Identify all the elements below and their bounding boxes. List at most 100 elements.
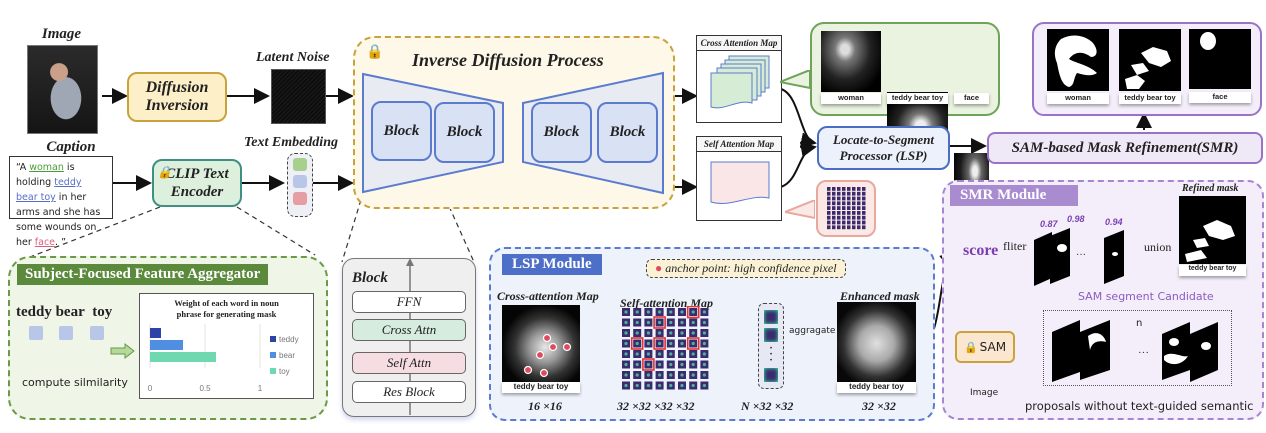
attn-cell xyxy=(827,187,831,191)
legend-swatch xyxy=(270,352,276,358)
attn-cell xyxy=(862,220,866,225)
attn-cell xyxy=(852,187,856,191)
clip-text-encoder-box: 🔒 CLIP Text Encoder xyxy=(152,159,242,207)
cross-attn-thumb-label: face xyxy=(954,93,989,104)
score-value: 0.94 xyxy=(1105,217,1123,227)
attn-cell xyxy=(847,215,851,220)
attn-cell xyxy=(832,201,836,206)
attn-cell xyxy=(847,191,851,196)
refined-mask-image xyxy=(1179,196,1246,264)
self-attention-map-title: Self Attention Map xyxy=(697,137,781,152)
attn-cell xyxy=(832,191,836,196)
attn-cell xyxy=(842,191,846,196)
attn-cell xyxy=(837,187,841,191)
self-attn-grid xyxy=(622,306,709,390)
arrow-self-map-to-lsp xyxy=(780,141,817,188)
attn-cell xyxy=(857,196,861,201)
enhanced-mask-image xyxy=(837,302,916,382)
selected-cell xyxy=(642,358,655,371)
input-image xyxy=(27,45,98,134)
attn-cell xyxy=(857,206,861,210)
attn-cell xyxy=(852,220,856,225)
selected-cell xyxy=(653,316,666,329)
attn-cell xyxy=(857,187,861,191)
attn-cell xyxy=(832,220,836,225)
word-token xyxy=(59,326,73,340)
cross-attn-thumb-label: woman xyxy=(821,93,881,104)
sam-label: SAM xyxy=(979,340,1007,354)
embedding-token xyxy=(293,192,307,205)
refined-mask-label: Refined mask xyxy=(1182,183,1239,194)
word-weight-chart: Weight of each word in noun phrase for g… xyxy=(139,293,314,399)
attn-cell xyxy=(852,225,856,230)
self-attention-grid xyxy=(827,187,866,230)
attn-cell xyxy=(857,191,861,196)
attn-cell xyxy=(837,225,841,230)
text-embedding-label: Text Embedding xyxy=(244,135,338,150)
attn-cell xyxy=(847,220,851,225)
attn-cell xyxy=(842,196,846,201)
attn-cell xyxy=(847,225,851,230)
attn-cell xyxy=(837,220,841,225)
attn-cell xyxy=(862,191,866,196)
unet-block-1: Block xyxy=(371,101,432,161)
attn-cell xyxy=(827,196,831,201)
mask-thumb-label: teddy bear toy xyxy=(1119,93,1181,104)
attn-cell xyxy=(827,211,831,215)
attn-cell xyxy=(827,191,831,196)
selected-cell xyxy=(653,337,666,350)
attn-cell xyxy=(827,225,831,230)
lsp-processor-box: Locate-to-Segment Processor (LSP) xyxy=(817,126,950,170)
x-tick-label: 1 xyxy=(258,384,263,393)
ellipsis: ··· xyxy=(1076,250,1086,261)
proposals-note: proposals without text-guided semantic xyxy=(1025,399,1254,413)
legend-label: teddy xyxy=(279,335,299,344)
attn-cell xyxy=(847,206,851,210)
lock-icon: 🔒 xyxy=(366,45,384,60)
latent-noise-image xyxy=(271,69,326,124)
attn-cell xyxy=(842,187,846,191)
sam-candidate-masks: ··· xyxy=(1052,320,1218,382)
selected-cell xyxy=(686,337,700,350)
attn-cell xyxy=(837,206,841,210)
selected-dim: N ×32 ×32 xyxy=(741,399,794,413)
bubble-pointer xyxy=(785,200,815,220)
candidate-mask xyxy=(1080,320,1110,380)
attn-cell xyxy=(842,220,846,225)
attn-cell xyxy=(837,196,841,201)
chart-title: Weight of each word in noun phrase for g… xyxy=(174,298,279,319)
ellipsis-vertical-icon: ··· xyxy=(769,343,773,366)
attn-cell xyxy=(857,215,861,220)
attn-cell xyxy=(852,196,856,201)
enhanced-dim: 32 ×32 xyxy=(862,399,896,413)
bar-bear xyxy=(150,340,183,350)
aggregate-label: aggragate xyxy=(789,326,836,336)
attn-cell xyxy=(832,196,836,201)
lock-icon: 🔒 xyxy=(157,165,172,179)
attn-cell xyxy=(842,215,846,220)
caption-box: “A woman is holding teddy bear toy in he… xyxy=(9,156,113,248)
cross-attn-caption: teddy bear toy xyxy=(502,382,580,393)
n-label: n xyxy=(1136,318,1143,329)
embedding-token xyxy=(293,175,307,188)
sam-box: 🔒 SAM xyxy=(955,331,1015,363)
mask-thumb-woman xyxy=(1047,29,1109,91)
attn-cell xyxy=(847,196,851,201)
compute-similarity-label: compute silmilarity xyxy=(22,376,128,389)
smr-module-title: SMR Module xyxy=(950,185,1078,206)
self-attn-dim: 32 ×32 ×32 ×32 xyxy=(617,399,695,413)
svg-text:···: ··· xyxy=(1138,347,1149,359)
diffusion-inversion-label: Diffusion Inversion xyxy=(145,79,209,114)
layer-ffn: FFN xyxy=(352,291,466,313)
selected-map xyxy=(764,328,778,342)
lsp-processor-label: Locate-to-Segment Processor (LSP) xyxy=(832,132,935,163)
attn-cell xyxy=(852,201,856,206)
legend-swatch xyxy=(270,368,276,374)
attn-cell xyxy=(837,215,841,220)
attn-cell xyxy=(862,206,866,210)
attn-cell xyxy=(847,211,851,215)
image-input-label: Image xyxy=(970,388,999,398)
inverse-diffusion-title: Inverse Diffusion Process xyxy=(412,50,604,70)
anchor-points xyxy=(523,333,572,378)
